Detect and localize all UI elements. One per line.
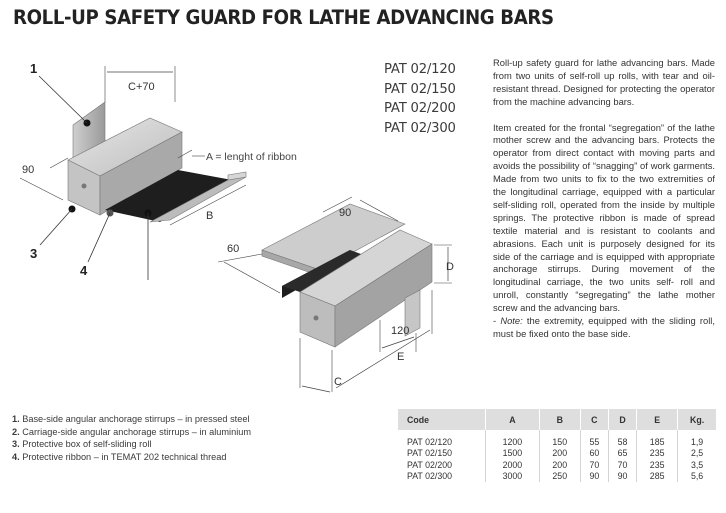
dim-c: C bbox=[334, 376, 342, 388]
legend-item: 3. Protective box of self-sliding roll bbox=[12, 439, 152, 449]
callout-4: 4 bbox=[80, 263, 88, 278]
protective-ribbon bbox=[105, 170, 232, 222]
dim-e: E bbox=[397, 351, 404, 363]
header-kg: Kg. bbox=[677, 409, 716, 430]
dim-120: 120 bbox=[391, 325, 409, 337]
dim-d: D bbox=[446, 261, 454, 273]
description-intro: Roll-up safety guard for lathe advancing… bbox=[493, 57, 715, 107]
legend-item: 1. Base-side angular anchorage stirrups … bbox=[12, 414, 250, 424]
header-d: D bbox=[608, 409, 638, 430]
right-product-drawing: 90 60 D 120 E C bbox=[217, 196, 454, 393]
legend-item: 4. Protective ribbon – in TEMAT 202 tech… bbox=[12, 451, 227, 462]
header-a: A bbox=[485, 409, 540, 430]
dim-b: B bbox=[206, 210, 213, 222]
note-label: Note: bbox=[500, 315, 523, 327]
dim-c70: C+70 bbox=[128, 81, 155, 93]
page-title: ROLL-UP SAFETY GUARD FOR LATHE ADVANCING… bbox=[13, 6, 554, 29]
right-roll-box-side bbox=[334, 243, 433, 348]
dim-90-left: 90 bbox=[22, 164, 34, 176]
label-a-ribbon-length: A = lenght of ribbon bbox=[206, 151, 297, 163]
product-codes: PAT 02/120 PAT 02/150 PAT 02/200 PAT 02/… bbox=[384, 60, 456, 138]
callout-1: 1 bbox=[30, 61, 37, 76]
header-code: Code bbox=[398, 409, 486, 430]
header-b: B bbox=[539, 409, 581, 430]
left-product-drawing: 1 3 4 2 C+70 90 A = lenght of ribbon B bbox=[19, 61, 297, 280]
parts-legend: 1. Base-side angular anchorage stirrups … bbox=[12, 413, 251, 463]
dim-60: 60 bbox=[227, 243, 239, 255]
header-e: E bbox=[636, 409, 679, 430]
legend-item: 2. Carriage-side angular anchorage stirr… bbox=[12, 426, 252, 437]
description-body: Item created for the frontal “segregatio… bbox=[493, 121, 715, 340]
header-c: C bbox=[580, 409, 609, 430]
code-item: PAT 02/120 bbox=[384, 62, 456, 77]
roll-box-side bbox=[99, 131, 183, 216]
callout-3: 3 bbox=[30, 246, 37, 261]
table-header-row: Code A B C D E Kg. bbox=[398, 409, 716, 430]
code-item: PAT 02/300 bbox=[384, 120, 456, 136]
code-item: PAT 02/200 bbox=[384, 101, 456, 116]
code-item: PAT 02/150 bbox=[384, 81, 456, 97]
dim-90-right: 90 bbox=[339, 207, 351, 219]
product-description: Roll-up safety guard for lathe advancing… bbox=[493, 57, 715, 341]
